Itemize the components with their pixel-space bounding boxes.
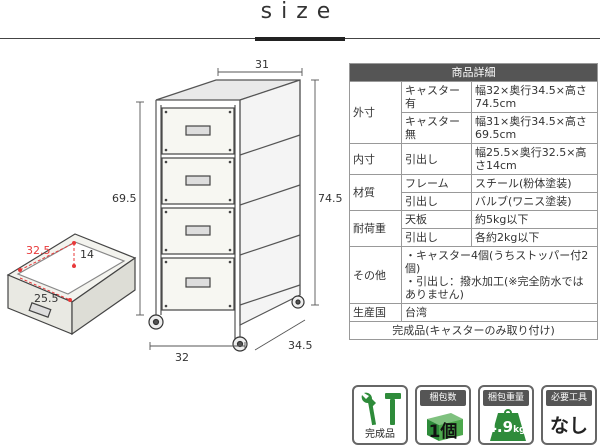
label-front-width: 32 <box>175 351 189 364</box>
cabinet-illustration <box>155 79 301 340</box>
drawer-illustration <box>6 233 137 336</box>
label-drawer-length: 32.5 <box>26 244 51 257</box>
label-drawer-width: 25.5 <box>34 292 59 305</box>
inner-size-label: 内寸 <box>349 143 402 175</box>
assembly-note: 完成品(キャスターのみ取り付け) <box>349 321 598 340</box>
product-badges: 完成品 梱包数 1個 梱包重量 4.9kg 必要工具 なし <box>349 385 600 447</box>
drawer-material-label: 引出し <box>401 192 472 211</box>
weight-badge: 梱包重量 4.9kg <box>478 385 534 445</box>
drawer-dimension-marks <box>18 241 76 302</box>
label-top-width: 31 <box>255 58 269 71</box>
caster-without-value: 幅31×奥行34.5×高さ69.5cm <box>471 112 598 144</box>
drawer-load-label: 引出し <box>401 228 472 247</box>
inner-size-sub: 引出し <box>401 143 472 175</box>
assembly-badge: 完成品 <box>352 385 408 445</box>
other-notes: ・キャスター4個(うちストッパー付2個) ・引出し：撥水加工(※完全防水ではあり… <box>401 246 598 304</box>
tools-value: なし <box>549 415 588 437</box>
assembly-badge-label: 完成品 <box>365 429 395 440</box>
weight-label: 梱包重量 <box>483 390 529 406</box>
label-outer-height: 74.5 <box>318 192 343 205</box>
other-note-waterproof: ・引出し：撥水加工(※完全防水ではありません) <box>405 275 584 301</box>
load-label: 耐荷重 <box>349 210 402 247</box>
other-note-casters: ・キャスター4個(うちストッパー付2個) <box>405 249 589 275</box>
caster-without-label: キャスター無 <box>401 112 472 144</box>
material-label: 材質 <box>349 174 402 211</box>
dimension-diagram: 31 69.5 74.5 32 34.5 32.5 14 25.5 <box>0 50 345 370</box>
frame-value: スチール(粉体塗装) <box>471 174 598 193</box>
tools-icon <box>361 392 401 426</box>
box-count-value: 1個 <box>428 422 458 442</box>
label-drawer-height: 14 <box>80 248 94 261</box>
weight-unit: kg <box>513 425 526 435</box>
drawer-material-value: バルブ(ワニス塗装) <box>471 192 598 211</box>
top-board-value: 約5kg以下 <box>471 210 598 229</box>
spec-table-title: 商品詳細 <box>349 63 598 82</box>
box-count-label: 梱包数 <box>420 390 466 406</box>
caster-wheels <box>148 295 305 352</box>
drawer-stack <box>161 107 235 311</box>
tools-label: 必要工具 <box>546 390 592 406</box>
caster-with-value: 幅32×奥行34.5×高さ74.5cm <box>471 81 598 113</box>
page-heading: size <box>260 0 340 24</box>
other-label: その他 <box>349 246 402 304</box>
box-count-badge: 梱包数 1個 <box>415 385 471 445</box>
tools-badge: 必要工具 なし <box>541 385 597 445</box>
label-inner-height: 69.5 <box>112 192 137 205</box>
inner-size-value: 幅25.5×奥行32.5×高さ14cm <box>471 143 598 175</box>
weight-icon <box>490 409 526 441</box>
spec-table: 商品詳細 外寸 キャスター有 幅32×奥行34.5×高さ74.5cm キャスター… <box>349 63 598 340</box>
frame-label: フレーム <box>401 174 472 193</box>
origin-label: 生産国 <box>349 303 402 322</box>
top-board-label: 天板 <box>401 210 472 229</box>
weight-value: 4.9 <box>486 418 514 436</box>
caster-with-label: キャスター有 <box>401 81 472 113</box>
box-icon <box>427 413 463 441</box>
drawer-load-value: 各約2kg以下 <box>471 228 598 247</box>
origin-value: 台湾 <box>401 303 598 322</box>
outer-size-label: 外寸 <box>349 81 402 144</box>
heading-divider-accent <box>255 37 345 41</box>
label-depth: 34.5 <box>288 339 313 352</box>
